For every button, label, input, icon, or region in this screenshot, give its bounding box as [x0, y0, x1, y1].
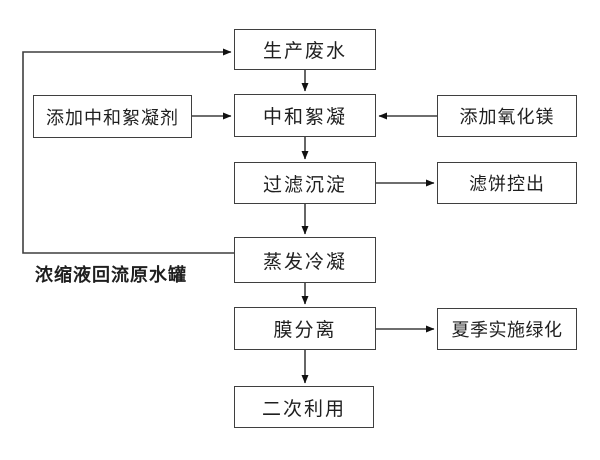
node-label: 夏季实施绿化 — [451, 320, 563, 341]
node-evaporation-condensation: 蒸发冷凝 — [234, 237, 376, 283]
node-add-neutralizing-flocculant: 添加中和絮凝剂 — [33, 95, 192, 138]
node-label: 添加氧化镁 — [459, 107, 555, 128]
node-filter-cake-removal: 滤饼控出 — [437, 162, 577, 204]
node-label: 过滤沉淀 — [262, 173, 347, 196]
node-label: 中和絮凝 — [262, 106, 347, 128]
recycle-loop-label: 浓缩液回流原水罐 — [35, 265, 187, 286]
node-membrane-separation: 膜分离 — [234, 307, 376, 350]
node-secondary-use: 二次利用 — [234, 386, 374, 428]
node-neutralization-flocculation: 中和絮凝 — [234, 94, 376, 137]
node-production-wastewater: 生产废水 — [234, 29, 376, 70]
node-label: 滤饼控出 — [469, 174, 545, 195]
node-add-magnesium-oxide: 添加氧化镁 — [437, 95, 577, 137]
node-label: 蒸发冷凝 — [262, 250, 347, 273]
node-filtration-sedimentation: 过滤沉淀 — [234, 162, 376, 204]
node-label: 生产废水 — [262, 40, 347, 62]
node-label: 膜分离 — [273, 319, 337, 341]
node-summer-greening: 夏季实施绿化 — [437, 308, 577, 350]
arrow-concentrate-recycle-loop — [22, 48, 234, 254]
node-label: 添加中和絮凝剂 — [46, 107, 179, 129]
node-label: 二次利用 — [261, 397, 346, 420]
